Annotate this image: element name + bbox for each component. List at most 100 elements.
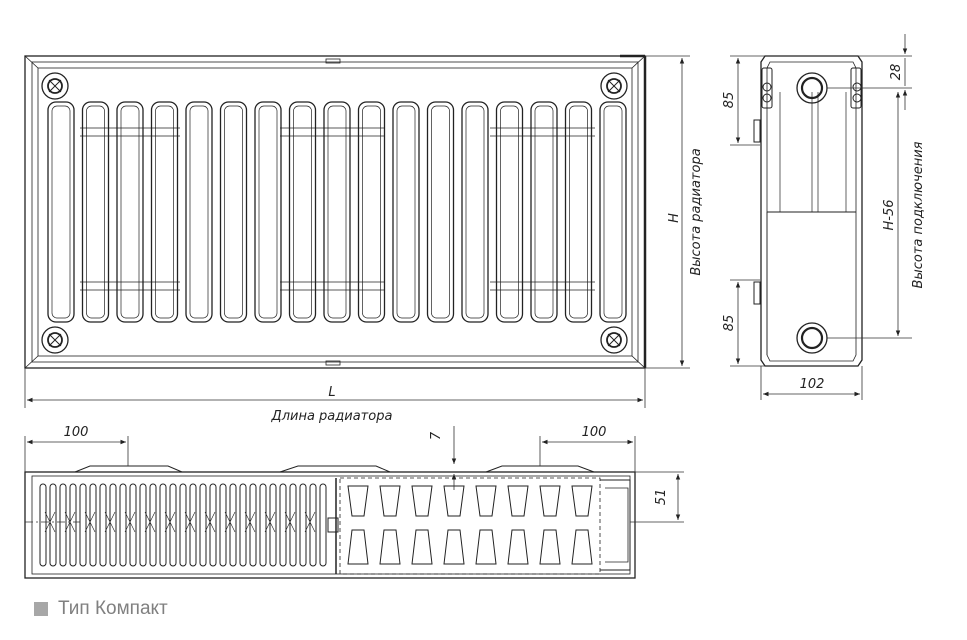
plug-ring [600,72,628,100]
fin-hatch [304,511,316,533]
plug-cross [607,333,621,347]
top-right-fins [339,477,601,575]
front-slat-inner [189,105,209,319]
legend: Тип Компакт [34,598,168,620]
fin-hatch [264,511,276,533]
front-slat-inner [569,105,588,319]
top-fin [109,483,117,567]
top-fin [209,483,217,567]
top-fin [169,483,177,567]
length-caption: Длина радиатора [271,409,393,424]
dimensions [24,34,912,523]
plug-ring [41,72,69,100]
top-fin-lower [347,529,369,565]
plug-ring [41,326,69,354]
side-outer-profile [760,55,863,367]
side-view [753,55,863,367]
front-slat-inner [120,105,140,319]
top-fin-upper [475,485,497,517]
front-slat [47,101,75,323]
legend-swatch [34,602,48,616]
top-fin [79,483,87,567]
top-fin-lower [507,529,529,565]
dim-85-top: 85 [722,92,737,109]
front-slat-inner [293,105,312,319]
fin-hatch [224,511,236,533]
dimension-labels: H Высота радиатора L Длина радиатора 85 … [64,64,926,506]
top-fin [39,483,47,567]
dim-28: 28 [889,64,904,81]
top-fin-upper [379,485,401,517]
dim-7: 7 [429,431,444,440]
front-slat-inner [396,105,416,319]
top-fin [299,483,307,567]
top-fin [129,483,137,567]
front-slat [357,101,386,323]
top-fin [49,483,57,567]
top-fin-upper [443,485,465,517]
front-slat [599,101,627,323]
top-fin [239,483,247,567]
front-slat-inner [362,105,381,319]
plug-core [606,78,622,94]
front-slat [81,101,110,323]
fin-hatch [164,511,176,533]
front-slat-inner [431,105,450,319]
connection-height: H-56 [882,199,897,230]
top-fin [189,483,197,567]
top-left-fins [39,483,327,567]
top-fin [249,483,257,567]
fin-hatch [124,511,136,533]
front-slat-inner [534,105,554,319]
front-slat [116,101,144,323]
top-fin [319,483,327,567]
front-slat [530,101,558,323]
top-fin [59,483,67,567]
front-slat-inner [500,105,519,319]
front-slat [150,101,179,323]
top-fin [139,483,147,567]
top-fin [119,483,127,567]
dim-100-right: 100 [582,425,607,440]
front-slat [254,101,282,323]
top-fin [219,483,227,567]
top-fin-lower [539,529,561,565]
top-fin [289,483,297,567]
top-view [24,465,636,579]
front-corner-plugs [41,72,628,354]
dim-85-bottom: 85 [722,315,737,332]
connection-caption: Высота подключения [911,141,926,288]
height-caption: Высота радиатора [689,148,704,275]
top-fin [269,483,277,567]
front-slat [564,101,593,323]
front-slat-inner [155,105,174,319]
top-right-hatch-border [339,477,601,575]
fin-hatch [84,511,96,533]
top-fin [259,483,267,567]
front-slat [219,101,248,323]
front-convector-slats [47,101,627,323]
dim-51: 51 [654,489,669,506]
plug-cross [607,79,621,93]
front-slat-inner [86,105,105,319]
top-fin-lower [443,529,465,565]
top-fin-upper [411,485,433,517]
front-view [24,54,647,369]
top-fin-lower [379,529,401,565]
front-slat [392,101,420,323]
top-fin-upper [539,485,561,517]
dim-102: 102 [800,377,825,392]
top-fin [69,483,77,567]
top-fin [199,483,207,567]
top-fin-lower [475,529,497,565]
fin-hatch [204,511,216,533]
top-fin-lower [411,529,433,565]
front-slat-inner [327,105,347,319]
plug-ring [600,326,628,354]
fin-hatch [44,511,56,533]
top-fin [99,483,107,567]
top-fin [309,483,317,567]
fin-hatch [244,511,256,533]
top-fin-upper [347,485,369,517]
